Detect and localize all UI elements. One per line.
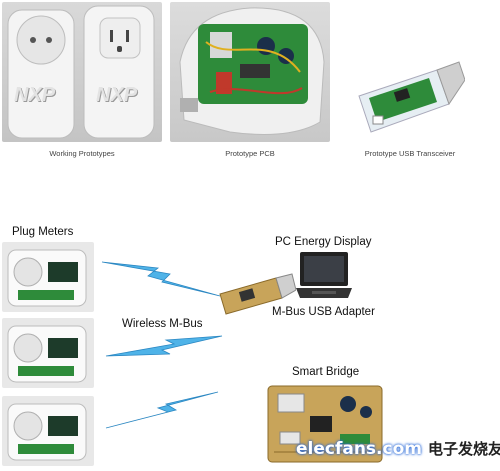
plug-meter-photo-1 <box>2 242 94 312</box>
laptop-icon <box>296 252 352 298</box>
logo-right: NXP <box>96 84 138 106</box>
prototypes-illustration <box>7 5 155 139</box>
watermark-chinese: 电子发烧友 <box>427 440 500 458</box>
prototype-pcb-photo <box>170 2 330 142</box>
logo-left: NXP <box>14 84 56 106</box>
label-pc-energy-display: PC Energy Display <box>275 236 372 248</box>
lightning-bolt-icon <box>105 391 219 429</box>
label-wireless-m-bus: Wireless M-Bus <box>122 318 203 330</box>
caption-prototype-pcb: Prototype PCB <box>225 149 275 158</box>
prototype-usb-transceiver-photo <box>345 50 466 142</box>
plug-meter-photo-2 <box>2 318 94 388</box>
caption-working-prototypes: Working Prototypes <box>49 149 115 158</box>
lightning-bolt-icon <box>101 261 221 297</box>
watermark: elecfans.com 电子发烧友 <box>296 438 500 459</box>
smart-bridge-illustration <box>267 385 383 463</box>
watermark-site: elecfans.com <box>296 438 422 459</box>
pcb-illustration <box>179 7 325 135</box>
working-prototypes-photo: NXP NXP <box>2 2 162 142</box>
lightning-bolt-icon <box>105 335 223 357</box>
label-smart-bridge: Smart Bridge <box>292 366 360 378</box>
usb-transceiver-illustration <box>358 61 466 133</box>
label-plug-meters: Plug Meters <box>12 226 74 238</box>
usb-adapter-illustration <box>219 273 296 315</box>
caption-prototype-usb: Prototype USB Transceiver <box>364 149 456 158</box>
label-m-bus-usb-adapter: M-Bus USB Adapter <box>272 306 375 318</box>
plug-meter-photo-3 <box>2 396 94 466</box>
